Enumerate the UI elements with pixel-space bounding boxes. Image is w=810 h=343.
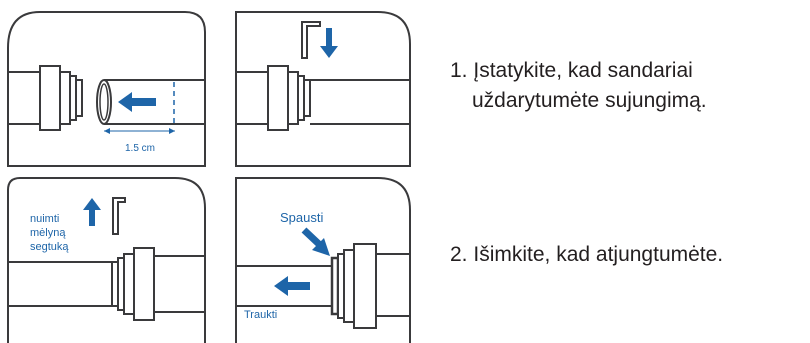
- step-1-line2: uždarytumėte sujungimą.: [472, 89, 707, 112]
- arrow-up-icon: [83, 198, 101, 226]
- clip: [301, 21, 321, 59]
- arrow-diagonal-icon: [301, 227, 330, 256]
- measure-label: 1.5 cm: [125, 143, 155, 154]
- step-1-text: 1. Įstatykite, kad sandariai uždarytumėt…: [450, 56, 800, 116]
- step-2-text: 2. Išimkite, kad atjungtumėte.: [450, 240, 810, 270]
- panel-frame: [235, 177, 411, 343]
- panel-push-pull: Spausti Traukti: [235, 177, 411, 343]
- fitting-body: [267, 65, 289, 131]
- arrow-down-icon: [320, 28, 338, 58]
- panel-frame: [7, 11, 206, 167]
- panel-remove-clip: nuimti mėlyną segtuką: [7, 177, 206, 343]
- push-label: Spausti: [280, 210, 323, 225]
- panel-frame: [7, 177, 206, 343]
- measure-line: [104, 128, 175, 134]
- step-2-number: 2.: [450, 243, 468, 266]
- panel-insert-tube: 1.5 cm: [7, 11, 206, 167]
- clip-label-line1: nuimti: [30, 213, 59, 225]
- fitting-body: [39, 65, 61, 131]
- arrow-left-icon: [274, 276, 310, 296]
- clip-label-line2: mėlyną: [30, 227, 66, 239]
- step-1-number: 1.: [450, 59, 468, 82]
- fitting-body: [353, 243, 377, 329]
- step-2-line: Išimkite, kad atjungtumėte.: [473, 243, 724, 266]
- panel-clip-down: [235, 11, 411, 167]
- tube-end: [96, 79, 112, 125]
- clip-label-line3: segtuką: [30, 241, 69, 253]
- panel-frame: [235, 11, 411, 167]
- fitting-body: [133, 247, 155, 321]
- clip: [112, 197, 126, 235]
- step-1-line1: Įstatykite, kad sandariai: [473, 59, 693, 82]
- pull-label: Traukti: [244, 309, 277, 321]
- arrow-left-icon: [118, 92, 156, 112]
